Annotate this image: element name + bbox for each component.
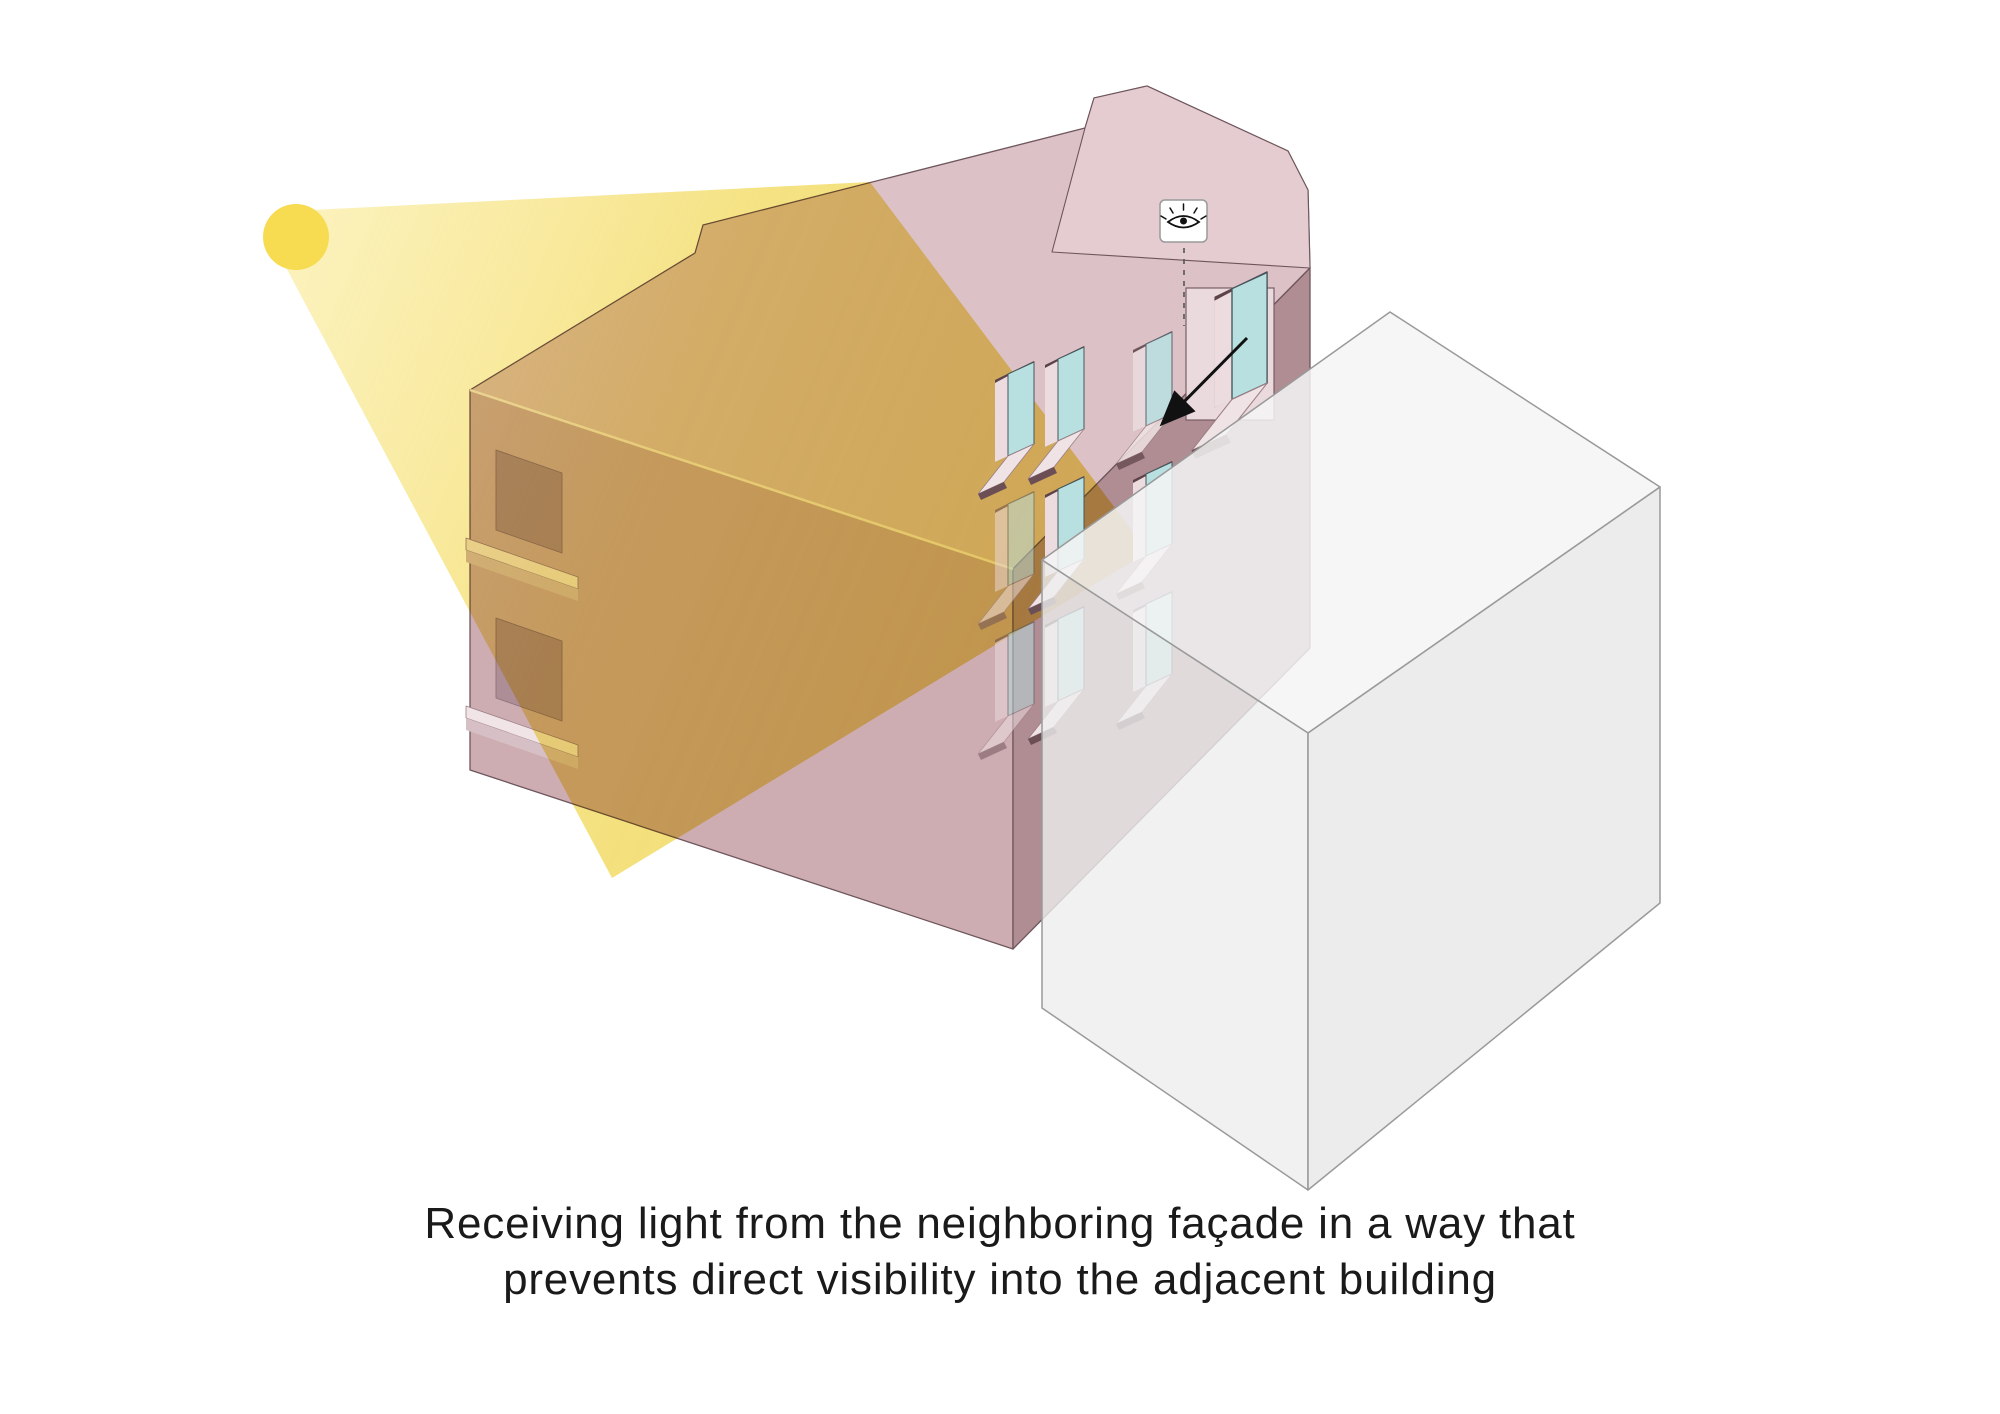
eye-icon [1159, 199, 1208, 243]
caption: Receiving light from the neighboring faç… [0, 1196, 2000, 1309]
light-beam [283, 182, 1148, 878]
view-direction-arrow-icon [1159, 336, 1249, 427]
caption-line-1: Receiving light from the neighboring faç… [424, 1199, 1576, 1248]
adjacent-building [1041, 311, 1661, 1191]
eye-lashes [1160, 203, 1207, 220]
sun-icon [263, 204, 329, 270]
building-roof-top-cap [1051, 85, 1311, 269]
adjacent-building-right-face [1307, 486, 1661, 1191]
eye-pupil [1180, 217, 1187, 225]
caption-line-2: prevents direct visibility into the adja… [503, 1255, 1497, 1305]
eye-outline [1166, 215, 1201, 229]
